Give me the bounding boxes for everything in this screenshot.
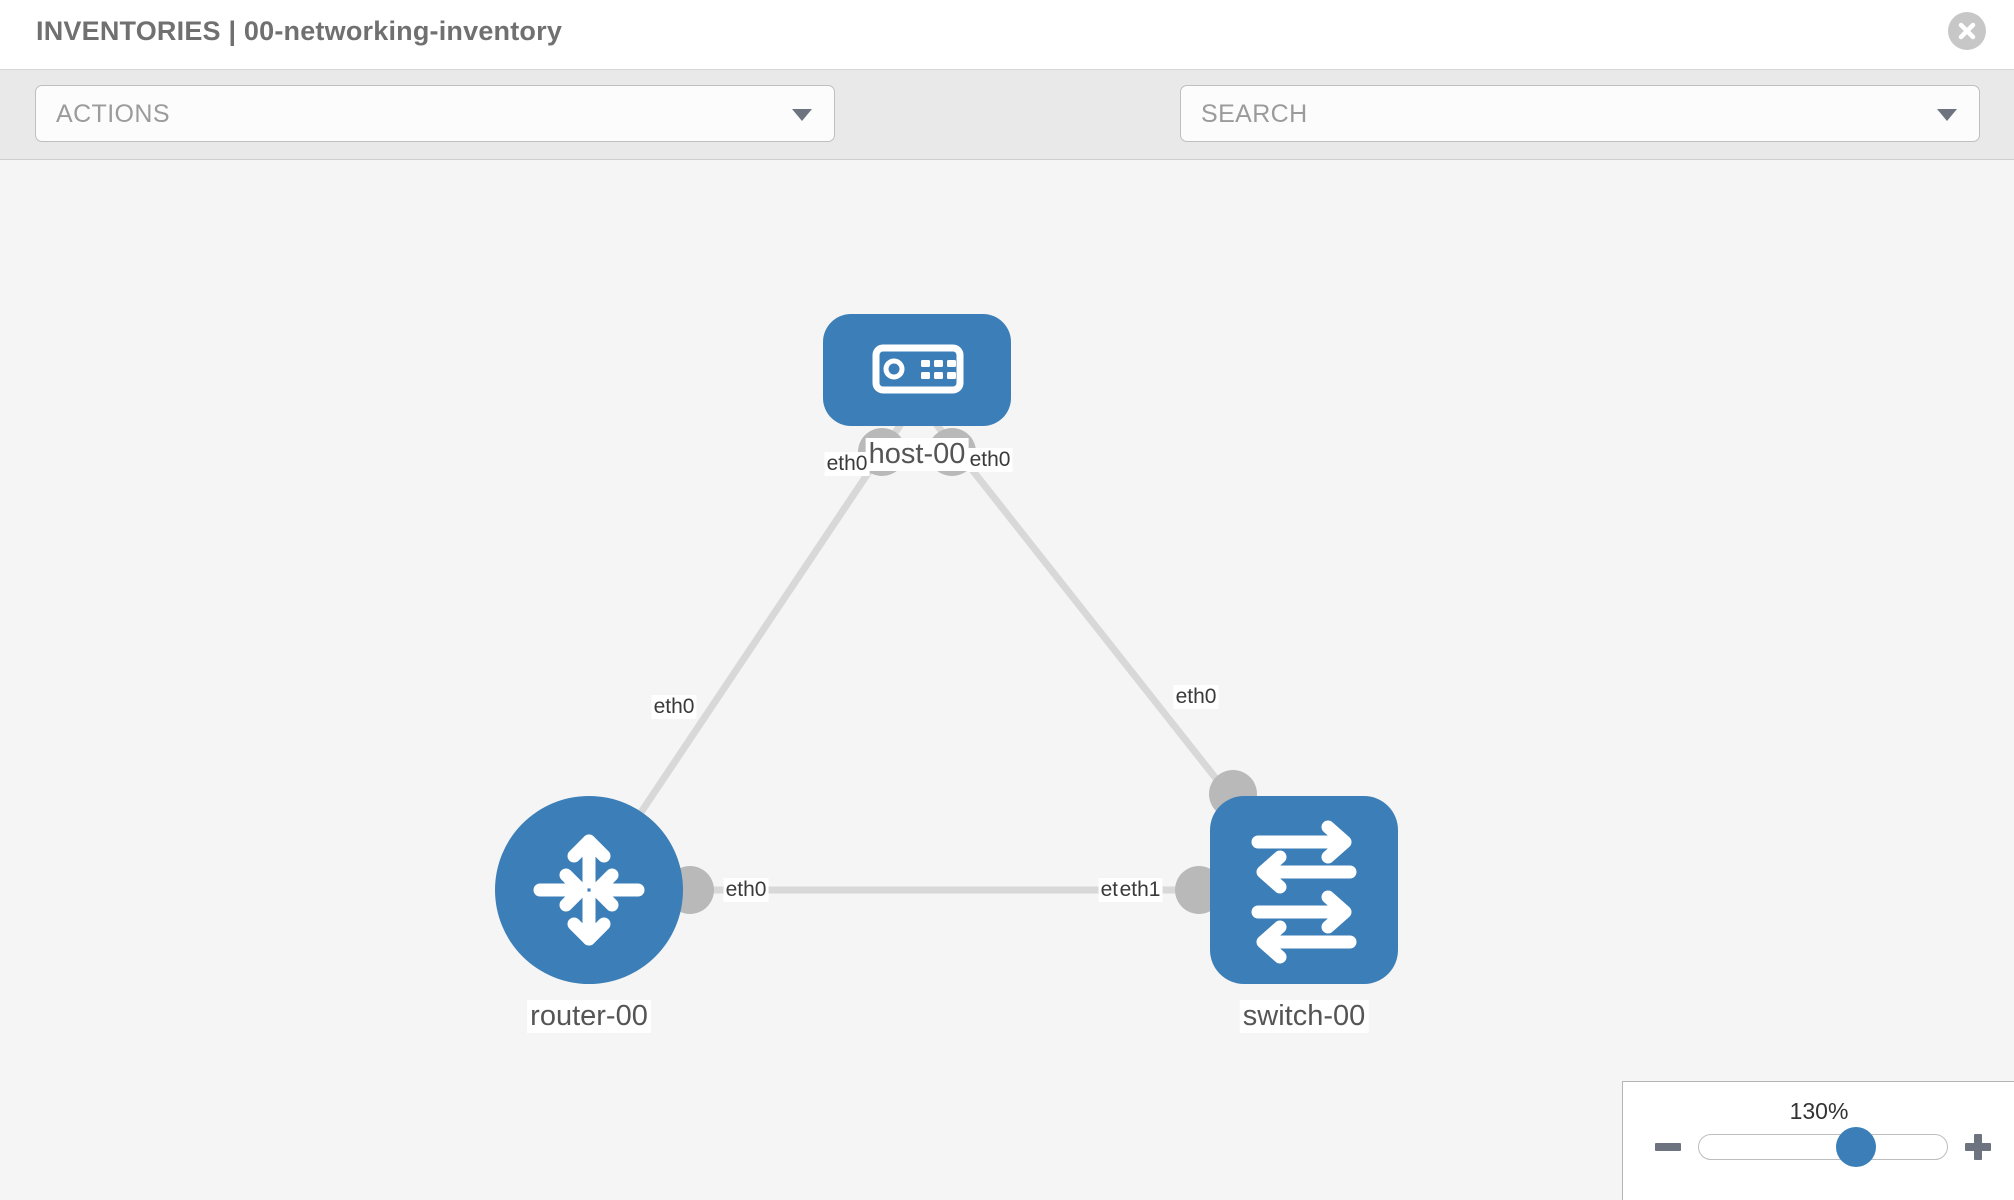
server-device-icon: [872, 344, 964, 394]
search-input[interactable]: SEARCH: [1180, 85, 1980, 142]
zoom-control-panel: 130%: [1622, 1081, 2014, 1200]
zoom-slider-handle[interactable]: [1835, 1127, 1876, 1167]
node-label-host-00: host-00: [865, 438, 969, 471]
page-header: INVENTORIES | 00-networking-inventory: [0, 0, 2014, 70]
toolbar: ACTIONS SEARCH: [0, 70, 2014, 196]
node-label-switch-00: switch-00: [1239, 1000, 1369, 1033]
iface-label: eth0: [1173, 685, 1219, 709]
actions-dropdown[interactable]: ACTIONS: [35, 85, 835, 142]
link-host-router: [586, 398, 920, 892]
search-placeholder: SEARCH: [1201, 100, 1308, 128]
server-device-icon-dots: [921, 360, 956, 379]
chevron-down-icon: [792, 109, 812, 121]
actions-dropdown-label: ACTIONS: [56, 100, 170, 128]
topology-graph: [495, 314, 1398, 984]
node-router-00: [495, 796, 683, 984]
zoom-in-button[interactable]: [1961, 1130, 1995, 1164]
iface-label: eth0: [723, 878, 769, 902]
iface-label: eth0: [651, 695, 697, 719]
topology-canvas[interactable]: host-00 router-00 switch-00 eth0 eth0 et…: [0, 160, 2014, 1200]
node-host-00: [823, 314, 1011, 426]
page-title: INVENTORIES | 00-networking-inventory: [36, 16, 563, 46]
iface-label: eth0: [967, 448, 1013, 472]
iface-label: eth1: [1117, 878, 1163, 902]
chevron-down-icon[interactable]: [1937, 109, 1957, 121]
zoom-slider-track[interactable]: [1698, 1134, 1948, 1160]
router-arrows-icon: [533, 834, 645, 946]
node-label-router-00: router-00: [527, 1000, 651, 1033]
iface-label: eth0: [824, 452, 870, 476]
node-switch-00: [1210, 796, 1398, 984]
zoom-level-value: 130%: [1789, 1098, 1849, 1124]
switch-arrows-icon: [1251, 820, 1357, 964]
close-icon[interactable]: [1948, 12, 1986, 50]
link-endpoints: [666, 428, 1257, 914]
zoom-out-button[interactable]: [1651, 1130, 1685, 1164]
